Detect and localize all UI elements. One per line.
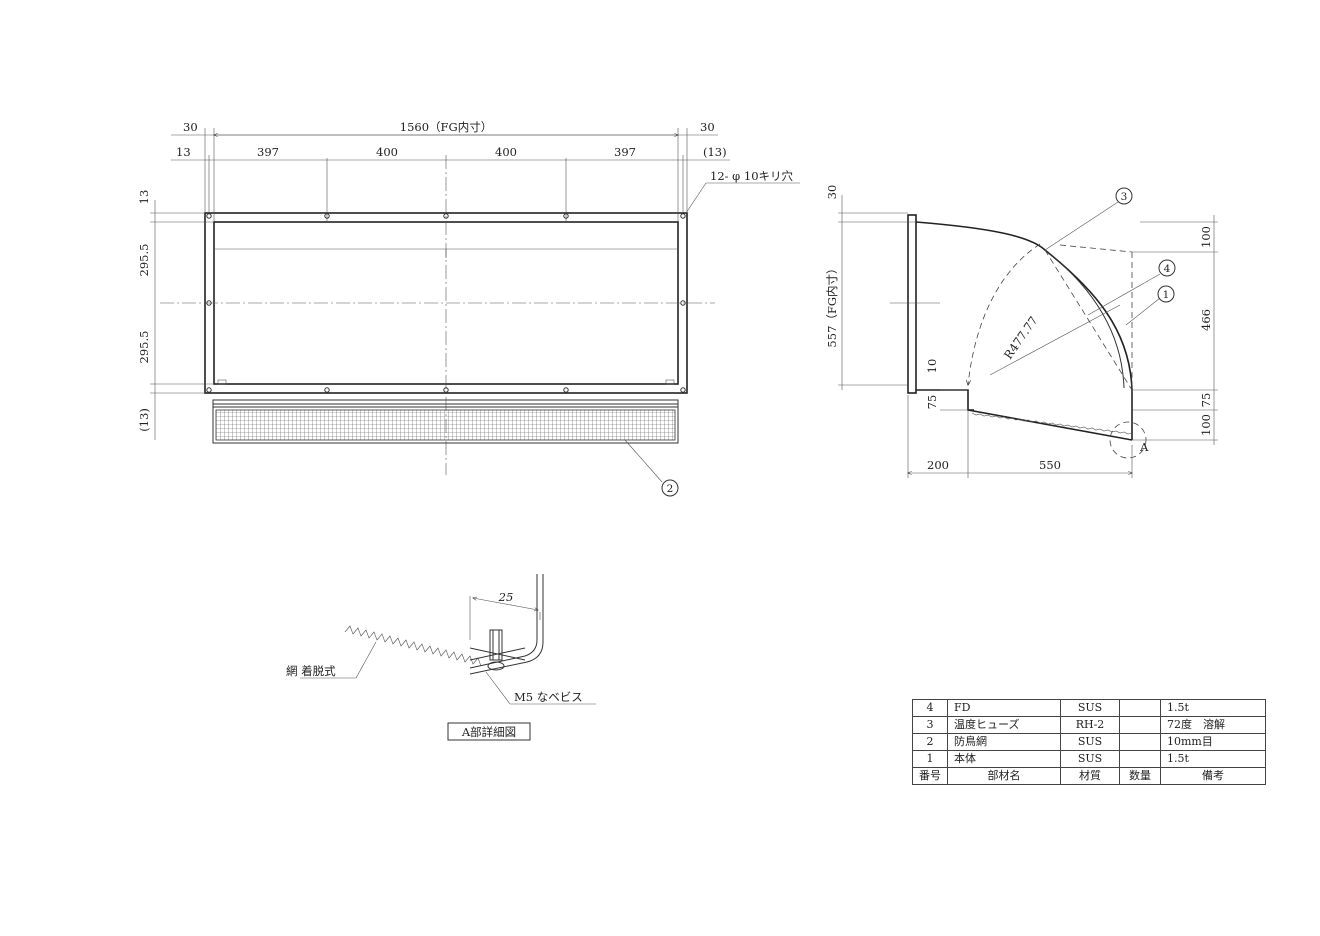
table-cell: 防鳥網: [947, 733, 1061, 751]
table-row: 1 本体 SUS 1.5t: [912, 750, 1266, 768]
detail-hood-edge-outer: [469, 574, 544, 675]
mounting-holes: [206, 213, 686, 393]
table-row: 4 FD SUS 1.5t: [912, 699, 1266, 717]
table-header-cell: 備考: [1160, 767, 1266, 785]
detail-hood-edge: [469, 574, 538, 669]
dim-sub-397-right: 397: [614, 145, 636, 159]
fd-dashed-diagonal: [1044, 249, 1133, 391]
table-cell: [1119, 750, 1161, 768]
dim-left-13-paren: (13): [137, 408, 151, 432]
dim-left-13: 13: [137, 190, 151, 205]
table-cell: [1119, 699, 1161, 717]
table-header-cell: 数量: [1119, 767, 1161, 785]
side-dim-10: 10: [925, 359, 939, 374]
dim-sub-397-left: 397: [257, 145, 279, 159]
dim-sub-400-right: 400: [495, 145, 517, 159]
dim-top-right-30: 30: [700, 120, 715, 134]
table-cell: 10mm目: [1160, 733, 1266, 751]
detail-screw-label: M5 なベビス: [514, 690, 583, 704]
side-flange: [907, 214, 917, 394]
table-cell: 4: [912, 699, 948, 717]
radius-label: R477.77: [1001, 314, 1041, 362]
detail-a: 25 網 着脱式 M5 なベビス A部詳細図: [286, 574, 596, 741]
table-cell: [1119, 733, 1161, 751]
table-cell: [1119, 716, 1161, 734]
front-view: 30 1560（FG内寸） 30 13 397 400 400 397 (13)…: [137, 120, 800, 497]
side-dim-200: 200: [927, 458, 949, 472]
table-header-cell: 部材名: [947, 767, 1061, 785]
side-dim-30: 30: [825, 185, 839, 200]
hole-note: 12- φ 10キリ穴: [710, 169, 794, 183]
dim-sub-400-left: 400: [376, 145, 398, 159]
balloon-1-label: 1: [1163, 289, 1170, 301]
side-dim-557: 557（FG内寸）: [825, 262, 839, 347]
mesh-slope-zigzag: [971, 412, 1133, 435]
table-cell: 1.5t: [1160, 699, 1266, 717]
hood-inner-curve: [1044, 249, 1125, 389]
table-cell: 1: [912, 750, 948, 768]
dim-top-1560: 1560（FG内寸）: [400, 120, 492, 134]
table-cell: 1.5t: [1160, 750, 1266, 768]
detail-title-box: [447, 722, 531, 741]
side-dim-550: 550: [1039, 458, 1061, 472]
balloon-3-label: 3: [1121, 191, 1128, 203]
dim-sub-13-right: (13): [703, 145, 727, 159]
table-header-row: 番号 部材名 材質 数量 備考: [912, 767, 1266, 785]
detail-clip: [469, 647, 526, 661]
balloon-2-label: 2: [667, 483, 674, 495]
bird-mesh: [215, 409, 676, 441]
balloon-4-label: 4: [1164, 263, 1171, 275]
balloon-3: [1115, 187, 1133, 205]
table-cell: RH-2: [1060, 716, 1120, 734]
balloon-1: [1157, 285, 1175, 303]
dim-left-295-upper: 295.5: [137, 244, 151, 277]
hood-outer-curve: [915, 221, 1133, 391]
detail-screw-body: [489, 629, 503, 661]
side-dim-75-right: 75: [1199, 393, 1213, 408]
table-cell: 本体: [947, 750, 1061, 768]
table-row: 2 防鳥網 SUS 10mm目: [912, 733, 1266, 751]
balloon-4: [1158, 259, 1176, 277]
table-cell: SUS: [1060, 699, 1120, 717]
mesh-slope-top: [967, 409, 1133, 441]
detail-a-mark: A: [1139, 440, 1149, 454]
detail-screw-head: [487, 661, 505, 671]
side-dim-100-top: 100: [1199, 226, 1213, 248]
side-view: R477.77 A 3 4 1 30 557（FG内寸） 10 75 100 4…: [825, 185, 1218, 478]
side-dim-100-bottom: 100: [1199, 414, 1213, 436]
detail-title: A部詳細図: [461, 725, 516, 739]
dim-left-295-lower: 295.5: [137, 331, 151, 364]
side-dim-75-left: 75: [925, 395, 939, 410]
table-cell: 72度 溶解: [1160, 716, 1266, 734]
table-cell: SUS: [1060, 750, 1120, 768]
detail-mesh-zigzag: [344, 625, 482, 667]
table-cell: 2: [912, 733, 948, 751]
detail-mesh-label: 網 着脱式: [286, 664, 336, 678]
mesh-box-outline: [212, 399, 679, 444]
table-header-cell: 材質: [1060, 767, 1120, 785]
table-cell: SUS: [1060, 733, 1120, 751]
parts-table: 4 FD SUS 1.5t 3 温度ヒューズ RH-2 72度 溶解 2 防鳥網…: [912, 699, 1266, 785]
dim-top-left-30: 30: [183, 120, 198, 134]
detail-dim-25: 25: [498, 590, 514, 604]
table-header-cell: 番号: [912, 767, 948, 785]
side-dim-466: 466: [1199, 309, 1213, 331]
balloon-2: [661, 479, 679, 497]
dim-sub-13: 13: [176, 145, 191, 159]
table-cell: FD: [947, 699, 1061, 717]
table-cell: 3: [912, 716, 948, 734]
table-cell: 温度ヒューズ: [947, 716, 1061, 734]
table-row: 3 温度ヒューズ RH-2 72度 溶解: [912, 716, 1266, 734]
fd-swing-arc: [968, 243, 1041, 385]
